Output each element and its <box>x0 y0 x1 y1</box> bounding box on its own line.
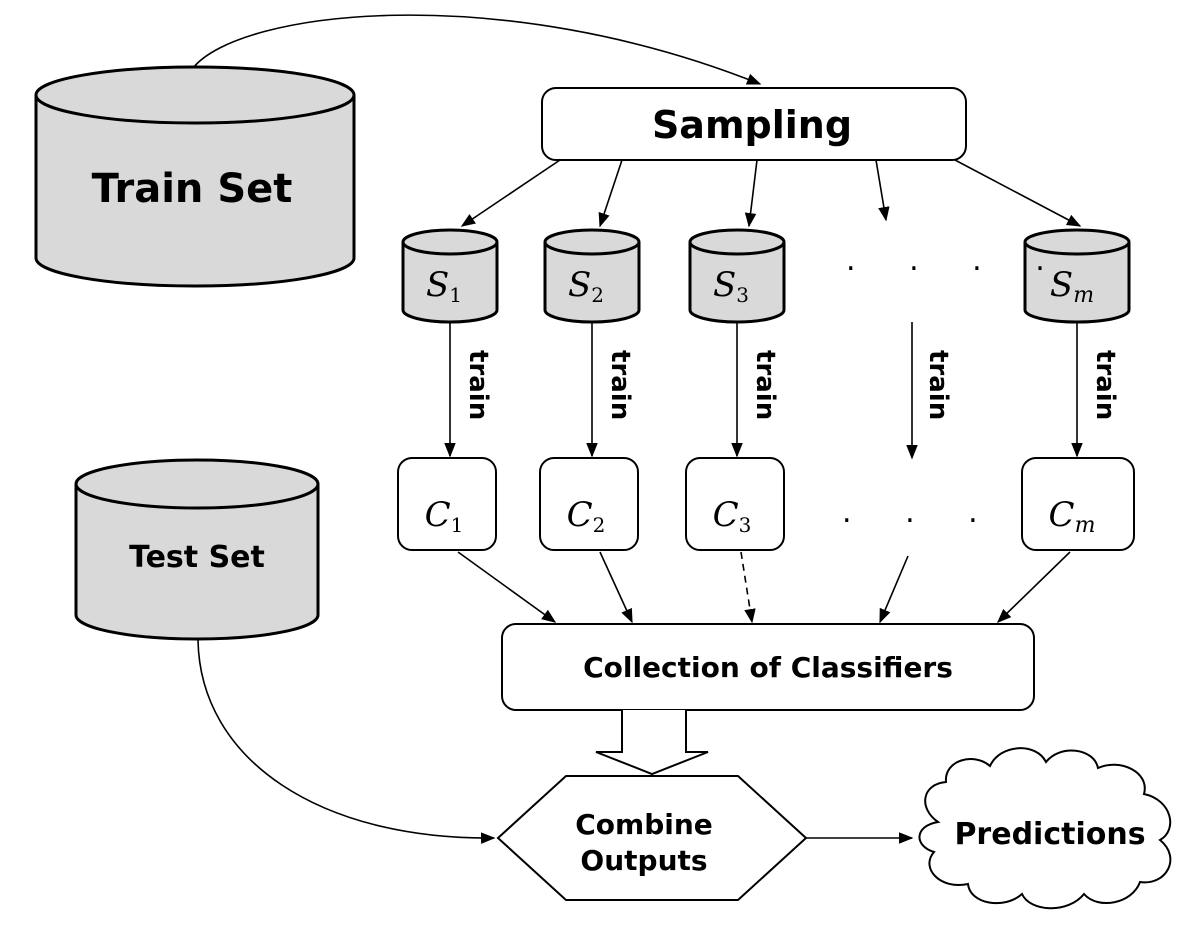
c3-to-collection-arrow <box>740 551 756 624</box>
sampling-box: Sampling <box>541 87 967 161</box>
combine-label-line1: Combine <box>575 808 713 841</box>
classifier-c2-subscript: 2 <box>593 513 606 537</box>
classifier-c1-box: C1 <box>397 457 497 551</box>
sample-s1-symbol: S <box>426 265 449 305</box>
samples-ellipsis: . . . . <box>846 243 1067 278</box>
test-set-label: Test Set <box>129 540 265 575</box>
train-label-m: train <box>1090 350 1120 420</box>
classifier-c2-box: C2 <box>539 457 639 551</box>
sample-s3-database: S3 <box>688 228 786 324</box>
test-to-combine-arrow <box>197 639 496 844</box>
train-label-2: train <box>605 350 635 420</box>
sample-s1-subscript: 1 <box>449 283 462 307</box>
sample-s1-database: S1 <box>401 228 499 324</box>
sample-s3-symbol: S <box>713 265 736 305</box>
svg-text:Sm: Sm <box>1050 265 1094 308</box>
sample-sm-symbol: S <box>1050 265 1073 305</box>
sample-s2-subscript: 2 <box>591 283 604 307</box>
c2-to-collection-arrow <box>599 551 633 624</box>
train-set-label: Train Set <box>92 166 293 212</box>
classifier-cm-box: Cm <box>1021 457 1135 551</box>
collection-box: Collection of Classifiers <box>501 623 1035 711</box>
cm-to-collection-arrow <box>996 551 1071 624</box>
sampling-to-s3-arrow <box>744 159 758 228</box>
test-set-database: Test Set <box>74 458 320 641</box>
classifier-c2-symbol: C <box>567 495 593 535</box>
combine-label-line2: Outputs <box>580 844 707 877</box>
classifier-cm-symbol: C <box>1049 495 1075 535</box>
collection-to-combine-block-arrow <box>595 710 709 776</box>
svg-text:S3: S3 <box>713 265 749 307</box>
c1-to-collection-arrow <box>457 551 557 623</box>
classifier-c3-subscript: 3 <box>739 513 752 537</box>
svg-text:S2: S2 <box>568 265 604 307</box>
sample-s2-symbol: S <box>568 265 591 305</box>
train-label-3: train <box>750 350 780 420</box>
sample-sm-subscript: m <box>1073 283 1094 308</box>
train-label-ellipsis: train <box>923 350 953 420</box>
classifier-cm-subscript: m <box>1075 513 1096 538</box>
train-label-1: train <box>463 350 493 420</box>
svg-text:Cm: Cm <box>1049 495 1096 538</box>
classifier-c3-symbol: C <box>713 495 739 535</box>
sample-sm-database: Sm <box>1023 228 1131 324</box>
classifiers-ellipsis: . . . . <box>842 495 1063 530</box>
classifier-c3-box: C3 <box>685 457 785 551</box>
sampling-to-sm-arrow <box>954 159 1082 227</box>
predictions-label: Predictions <box>954 817 1145 852</box>
svg-text:C3: C3 <box>713 495 752 537</box>
sampling-to-s2-arrow <box>598 159 623 228</box>
classifier-c1-symbol: C <box>425 495 451 535</box>
svg-text:C1: C1 <box>425 495 464 537</box>
ellipsis-to-collection-arrow <box>879 555 909 624</box>
sampling-label: Sampling <box>652 103 852 147</box>
collection-label: Collection of Classifiers <box>583 651 953 684</box>
classifier-c1-subscript: 1 <box>451 513 464 537</box>
svg-text:C2: C2 <box>567 495 606 537</box>
train-to-sampling-arrow <box>192 14 762 85</box>
predictions-cloud: Predictions <box>918 747 1172 910</box>
sampling-to-ellipsis-arrow <box>875 159 890 222</box>
combine-outputs-hexagon: Combine Outputs <box>496 775 808 901</box>
svg-text:S1: S1 <box>426 265 462 307</box>
train-set-database: Train Set <box>34 65 356 288</box>
sample-s3-subscript: 3 <box>736 283 749 307</box>
sampling-to-s1-arrow <box>460 159 561 227</box>
sample-s2-database: S2 <box>543 228 641 324</box>
